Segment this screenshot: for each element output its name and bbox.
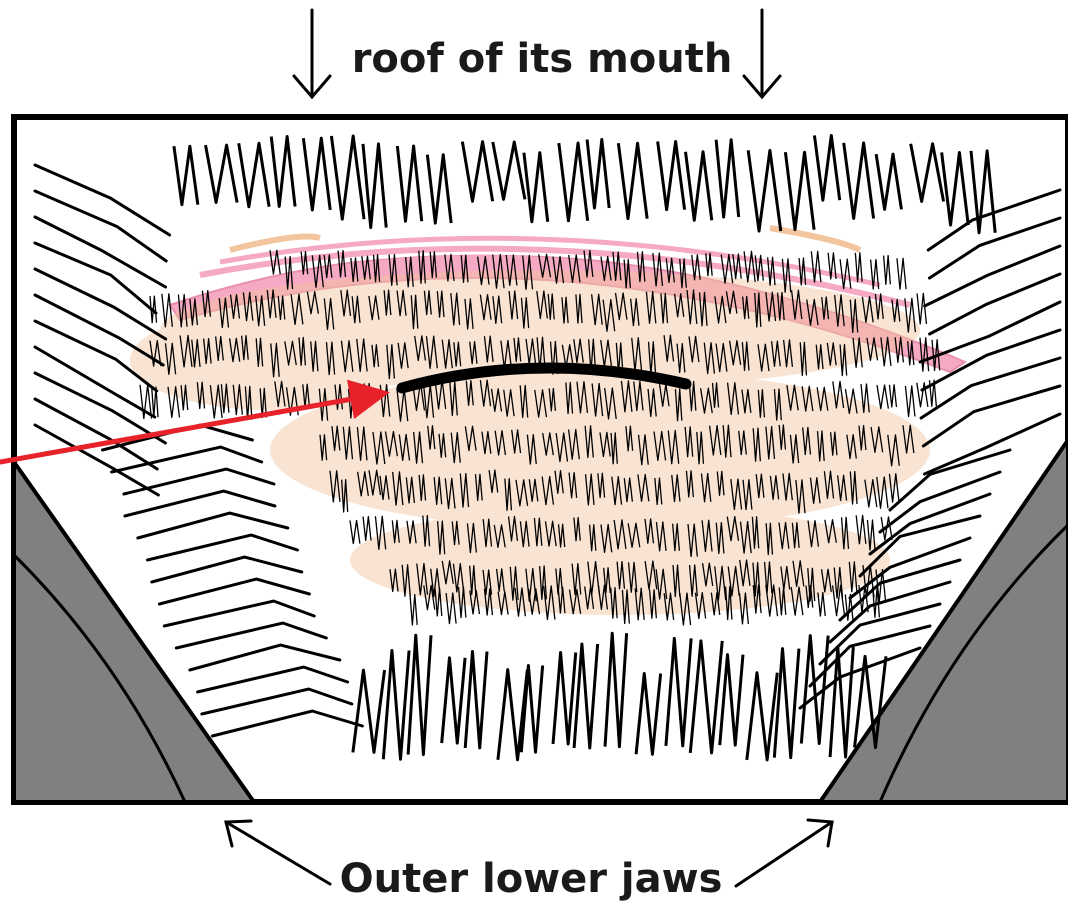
arrow-up-left-icon [226,821,330,884]
bottom-label: Outer lower jaws [340,856,723,902]
bottom-label-group: Outer lower jaws [226,820,832,902]
arrow-up-right-icon [736,820,832,886]
top-label: roof of its mouth [352,36,733,82]
mouth-frame [14,117,1068,802]
arrow-down-icon [294,10,330,97]
top-label-group: roof of its mouth [294,10,780,97]
arrow-down-icon [744,10,780,97]
